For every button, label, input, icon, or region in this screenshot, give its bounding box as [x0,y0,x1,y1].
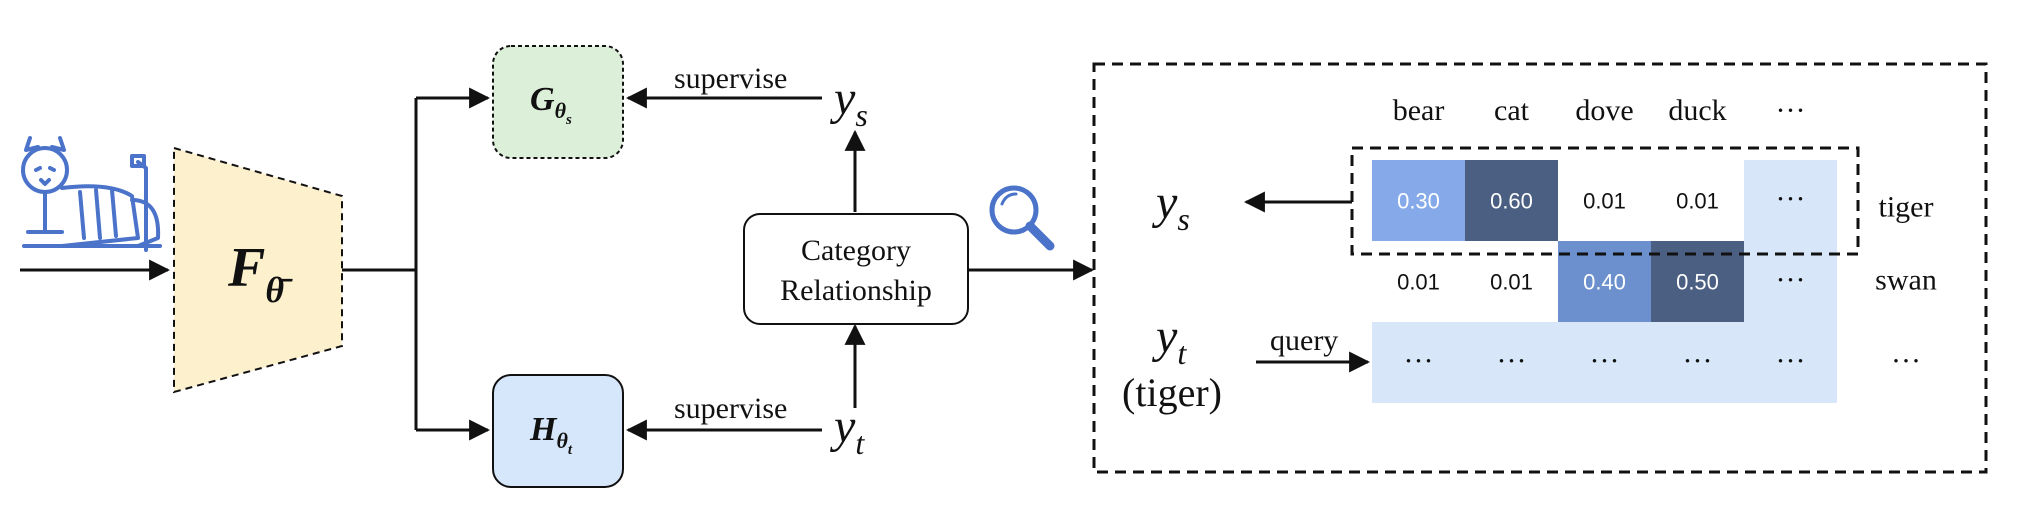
matrix-cell-value: ··· [1683,345,1713,378]
matrix-cell [1372,160,1465,241]
matrix-cell-value: 0.01 [1490,270,1533,295]
matrix-cell-value: ··· [1776,264,1806,297]
query-label: query [1270,324,1338,357]
row-label: ··· [1891,345,1921,378]
matrix-cell [1651,322,1744,403]
matrix-cell-value: ··· [1497,345,1527,378]
column-header: ··· [1776,94,1806,127]
matrix-cell-value: 0.50 [1676,270,1719,295]
matrix-cell-value: ··· [1776,183,1806,216]
matrix-cell-value: 0.01 [1583,189,1626,214]
column-header: bear [1393,94,1445,127]
source-head-label: Gθs [530,81,572,128]
matrix-cell [1558,322,1651,403]
matrix-cell [1558,160,1651,241]
column-header: cat [1494,94,1530,127]
matrix-row-labels: tiger swan ··· [1875,191,1937,378]
supervise-label-bottom: supervise [674,392,787,425]
category-relationship-line2: Relationship [780,274,932,307]
matrix-cell-value: 0.01 [1676,189,1719,214]
tiger-icon [21,136,162,252]
row-label: tiger [1879,191,1934,224]
column-header: duck [1668,94,1726,127]
column-header: dove [1575,94,1633,127]
matrix-cell [1465,160,1558,241]
matrix-cell [1651,160,1744,241]
yt-label: yt [829,400,865,461]
matrix-cell-value: 0.01 [1397,270,1440,295]
matrix-cell [1372,322,1465,403]
ys-label: ys [829,72,868,133]
category-relationship-line1: Category [801,234,911,267]
branch-connector [342,87,491,441]
matrix-cell-value: 0.60 [1490,189,1533,214]
matrix-cell-value: 0.40 [1583,270,1626,295]
matrix-cell-value: ··· [1590,345,1620,378]
matrix-yt-note: (tiger) [1122,370,1222,415]
matrix-cell-value: ··· [1776,345,1806,378]
matrix-cell-value: ··· [1404,345,1434,378]
row-label: swan [1875,264,1937,297]
matrix-cell-value: 0.30 [1397,189,1440,214]
source-head-block [492,45,624,159]
matrix-column-headers: bear cat dove duck ··· [1393,94,1806,127]
target-head-block [492,374,624,488]
matrix-cell [1744,160,1837,241]
encoder-block [173,146,343,394]
category-relationship-box [743,213,969,325]
matrix-cell [1465,322,1558,403]
matrix-cell [1744,322,1837,403]
supervise-label-top: supervise [674,62,787,95]
matrix-panel [1092,62,1988,474]
matrix-yt-label: yt [1151,310,1187,371]
magnifier-icon [989,185,1055,251]
target-head-label: Hθt [529,411,573,458]
matrix-ys-label: ys [1151,176,1190,237]
relationship-matrix: 0.30 0.60 0.01 0.01 ··· 0.01 0.01 0.40 0.50 ··· ··… [1372,160,1837,403]
